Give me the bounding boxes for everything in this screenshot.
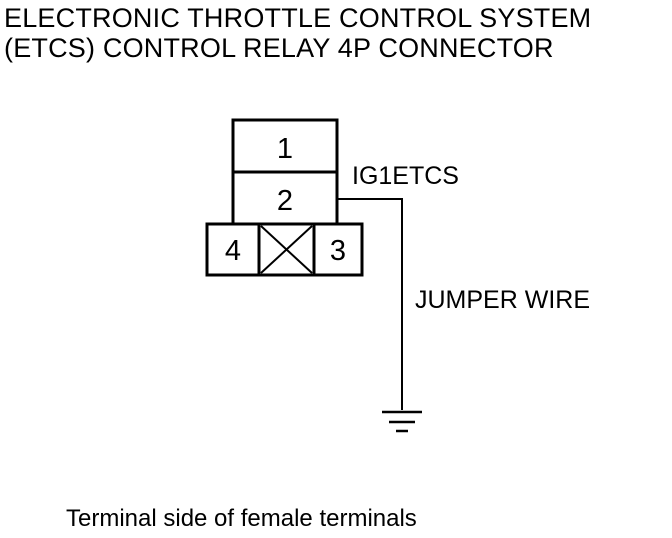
diagram-caption: Terminal side of female terminals (66, 505, 417, 532)
diagram-title-line-1: ELECTRONIC THROTTLE CONTROL SYSTEM (4, 3, 592, 33)
jumper-wire (337, 198, 403, 410)
signal-label: IG1ETCS (352, 162, 459, 190)
terminal-1-label: 1 (277, 133, 293, 165)
jumper-wire-label: JUMPER WIRE (415, 286, 590, 314)
ground-icon (382, 410, 422, 433)
connector (205, 118, 364, 277)
x-mark-icon (260, 225, 313, 274)
terminal-3-label: 3 (330, 235, 346, 267)
diagram-title-line-2: (ETCS) CONTROL RELAY 4P CONNECTOR (4, 33, 554, 63)
connector-lower-row (205, 222, 364, 277)
terminal-2-label: 2 (277, 185, 293, 217)
terminal-4-label: 4 (225, 235, 241, 267)
